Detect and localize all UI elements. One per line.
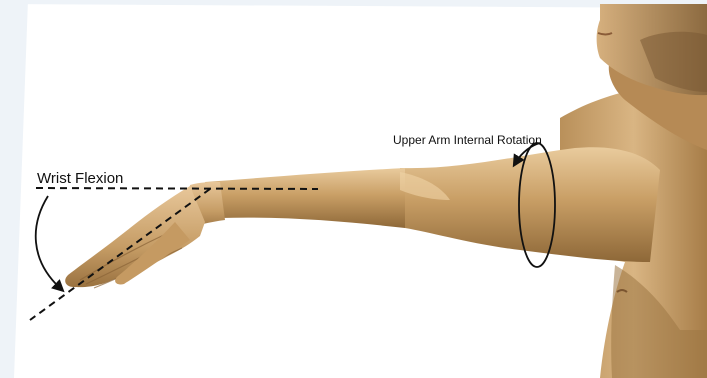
- upper-arm-internal-rotation-label: Upper Arm Internal Rotation: [393, 133, 542, 147]
- wrist-flexion-label: Wrist Flexion: [37, 170, 123, 187]
